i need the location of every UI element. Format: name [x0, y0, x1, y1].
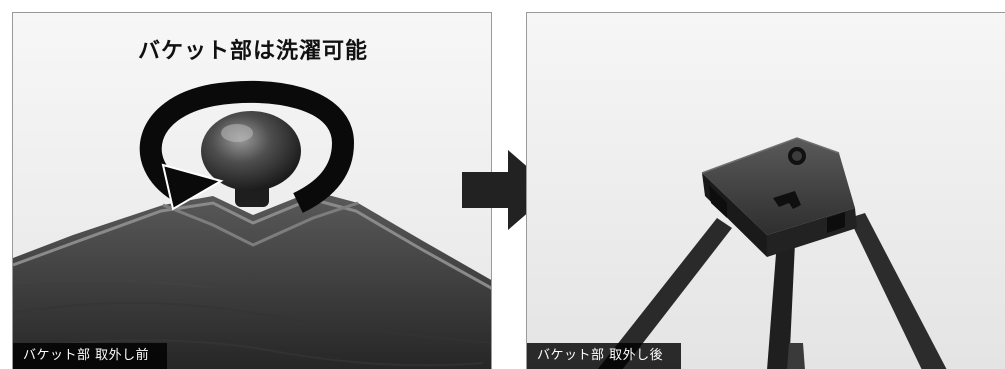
before-photo-panel: バケット部は洗濯可能 バケット部 取外し前: [12, 12, 492, 369]
after-photo-panel: バケット部 取外し後: [526, 12, 1005, 369]
before-caption: バケット部 取外し前: [13, 343, 168, 369]
rotate-cw-icon: [139, 80, 355, 213]
after-caption: バケット部 取外し後: [527, 343, 682, 369]
before-photo: [13, 13, 491, 369]
headline: バケット部は洗濯可能: [137, 39, 368, 64]
after-photo: [527, 13, 1005, 369]
